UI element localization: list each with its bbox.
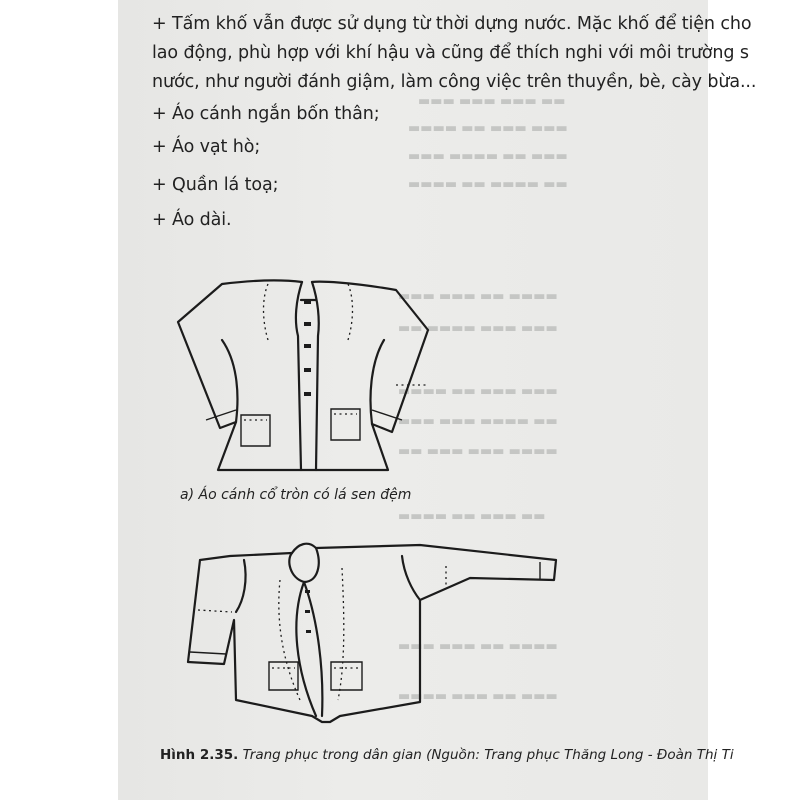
list-item-ao-canh: + Áo cánh ngắn bốn thân;	[152, 104, 380, 124]
figure-label: Hình 2.35.	[160, 747, 239, 763]
show-through-text: ▬▬▬▬ ▬▬ ▬▬▬ ▬▬▬	[398, 384, 558, 399]
show-through-text: ▬▬▬▬ ▬▬ ▬▬▬ ▬▬	[398, 509, 546, 524]
show-through-text: ▬▬▬▬ ▬▬▬ ▬▬ ▬▬▬	[398, 689, 558, 704]
show-through-text: ▬▬▬ ▬▬▬ ▬▬ ▬▬▬▬	[398, 289, 558, 304]
show-through-text: ▬▬▬▬ ▬▬ ▬▬▬▬ ▬▬	[408, 177, 568, 192]
show-through-text: ▬▬▬ ▬▬▬▬ ▬▬ ▬▬▬	[408, 149, 568, 164]
list-item-ao-vat-ho: + Áo vạt hò;	[152, 137, 261, 157]
blouse-drawing-b	[186, 542, 558, 724]
body-text-line-1: + Tấm khố vẫn được sử dụng từ thời dựng …	[152, 14, 752, 34]
body-text-line-2: lao động, phù hợp với khí hậu và cũng để…	[152, 43, 749, 63]
show-through-text: ▬▬▬ ▬▬▬ ▬▬▬ ▬▬	[418, 94, 566, 109]
body-text-line-3: nước, như người đánh giậm, làm công việc…	[152, 72, 757, 92]
show-through-text: ▬▬▬ ▬▬▬ ▬▬▬▬ ▬▬	[398, 414, 558, 429]
show-through-text: ▬▬▬ ▬▬▬ ▬▬ ▬▬▬▬	[398, 639, 558, 654]
list-item-ao-dai: + Áo dài.	[152, 210, 232, 230]
show-through-text: ▬▬ ▬▬▬ ▬▬▬ ▬▬▬▬	[398, 444, 558, 459]
show-through-text: ▬▬ ▬▬▬▬ ▬▬▬ ▬▬▬	[398, 321, 558, 336]
figure-caption: Hình 2.35. Trang phục trong dân gian (Ng…	[160, 747, 734, 763]
list-item-quan-la-toa: + Quần lá toạ;	[152, 175, 279, 195]
figure-caption-text: Trang phục trong dân gian (Nguồn: Trang …	[238, 747, 734, 763]
book-page: ▬▬▬ ▬▬▬ ▬▬▬ ▬▬ ▬▬▬▬ ▬▬ ▬▬▬ ▬▬▬ ▬▬▬ ▬▬▬▬ …	[118, 0, 708, 800]
figure-caption-a: a) Áo cánh cổ tròn có lá sen đệm	[180, 487, 412, 503]
blouse-drawing-a	[176, 279, 430, 472]
show-through-text: ▬▬▬▬ ▬▬ ▬▬▬ ▬▬▬	[408, 121, 568, 136]
